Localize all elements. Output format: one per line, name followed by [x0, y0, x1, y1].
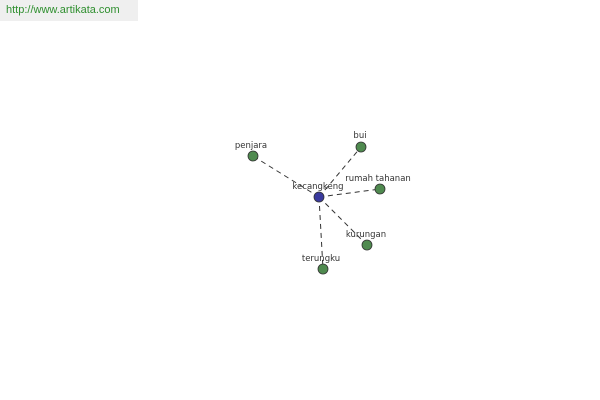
- label-penjara: penjara: [235, 141, 267, 151]
- edge-kurungan: [318, 196, 368, 246]
- label-terungku: terungku: [302, 254, 340, 264]
- label-center: kecangkeng: [292, 182, 343, 192]
- node-terungku[interactable]: [317, 263, 329, 275]
- node-center[interactable]: [313, 191, 325, 203]
- node-kurungan[interactable]: [361, 239, 373, 251]
- source-url: http://www.artikata.com: [0, 0, 138, 21]
- label-bui: bui: [353, 131, 366, 141]
- edge-penjara: [252, 155, 320, 198]
- node-rumah-tahanan[interactable]: [374, 183, 386, 195]
- label-kurungan: kurungan: [346, 230, 386, 240]
- node-bui[interactable]: [355, 141, 367, 153]
- graph-labels: penjara bui rumah tahanan kurungan terungku k…: [235, 131, 411, 264]
- node-penjara[interactable]: [247, 150, 259, 162]
- edge-bui: [318, 146, 362, 198]
- edge-rumah-tahanan: [318, 188, 381, 198]
- graph-edges: [252, 146, 381, 270]
- edge-terungku: [318, 196, 324, 270]
- label-rumah-tahanan: rumah tahanan: [345, 174, 411, 184]
- graph-nodes: [247, 141, 386, 275]
